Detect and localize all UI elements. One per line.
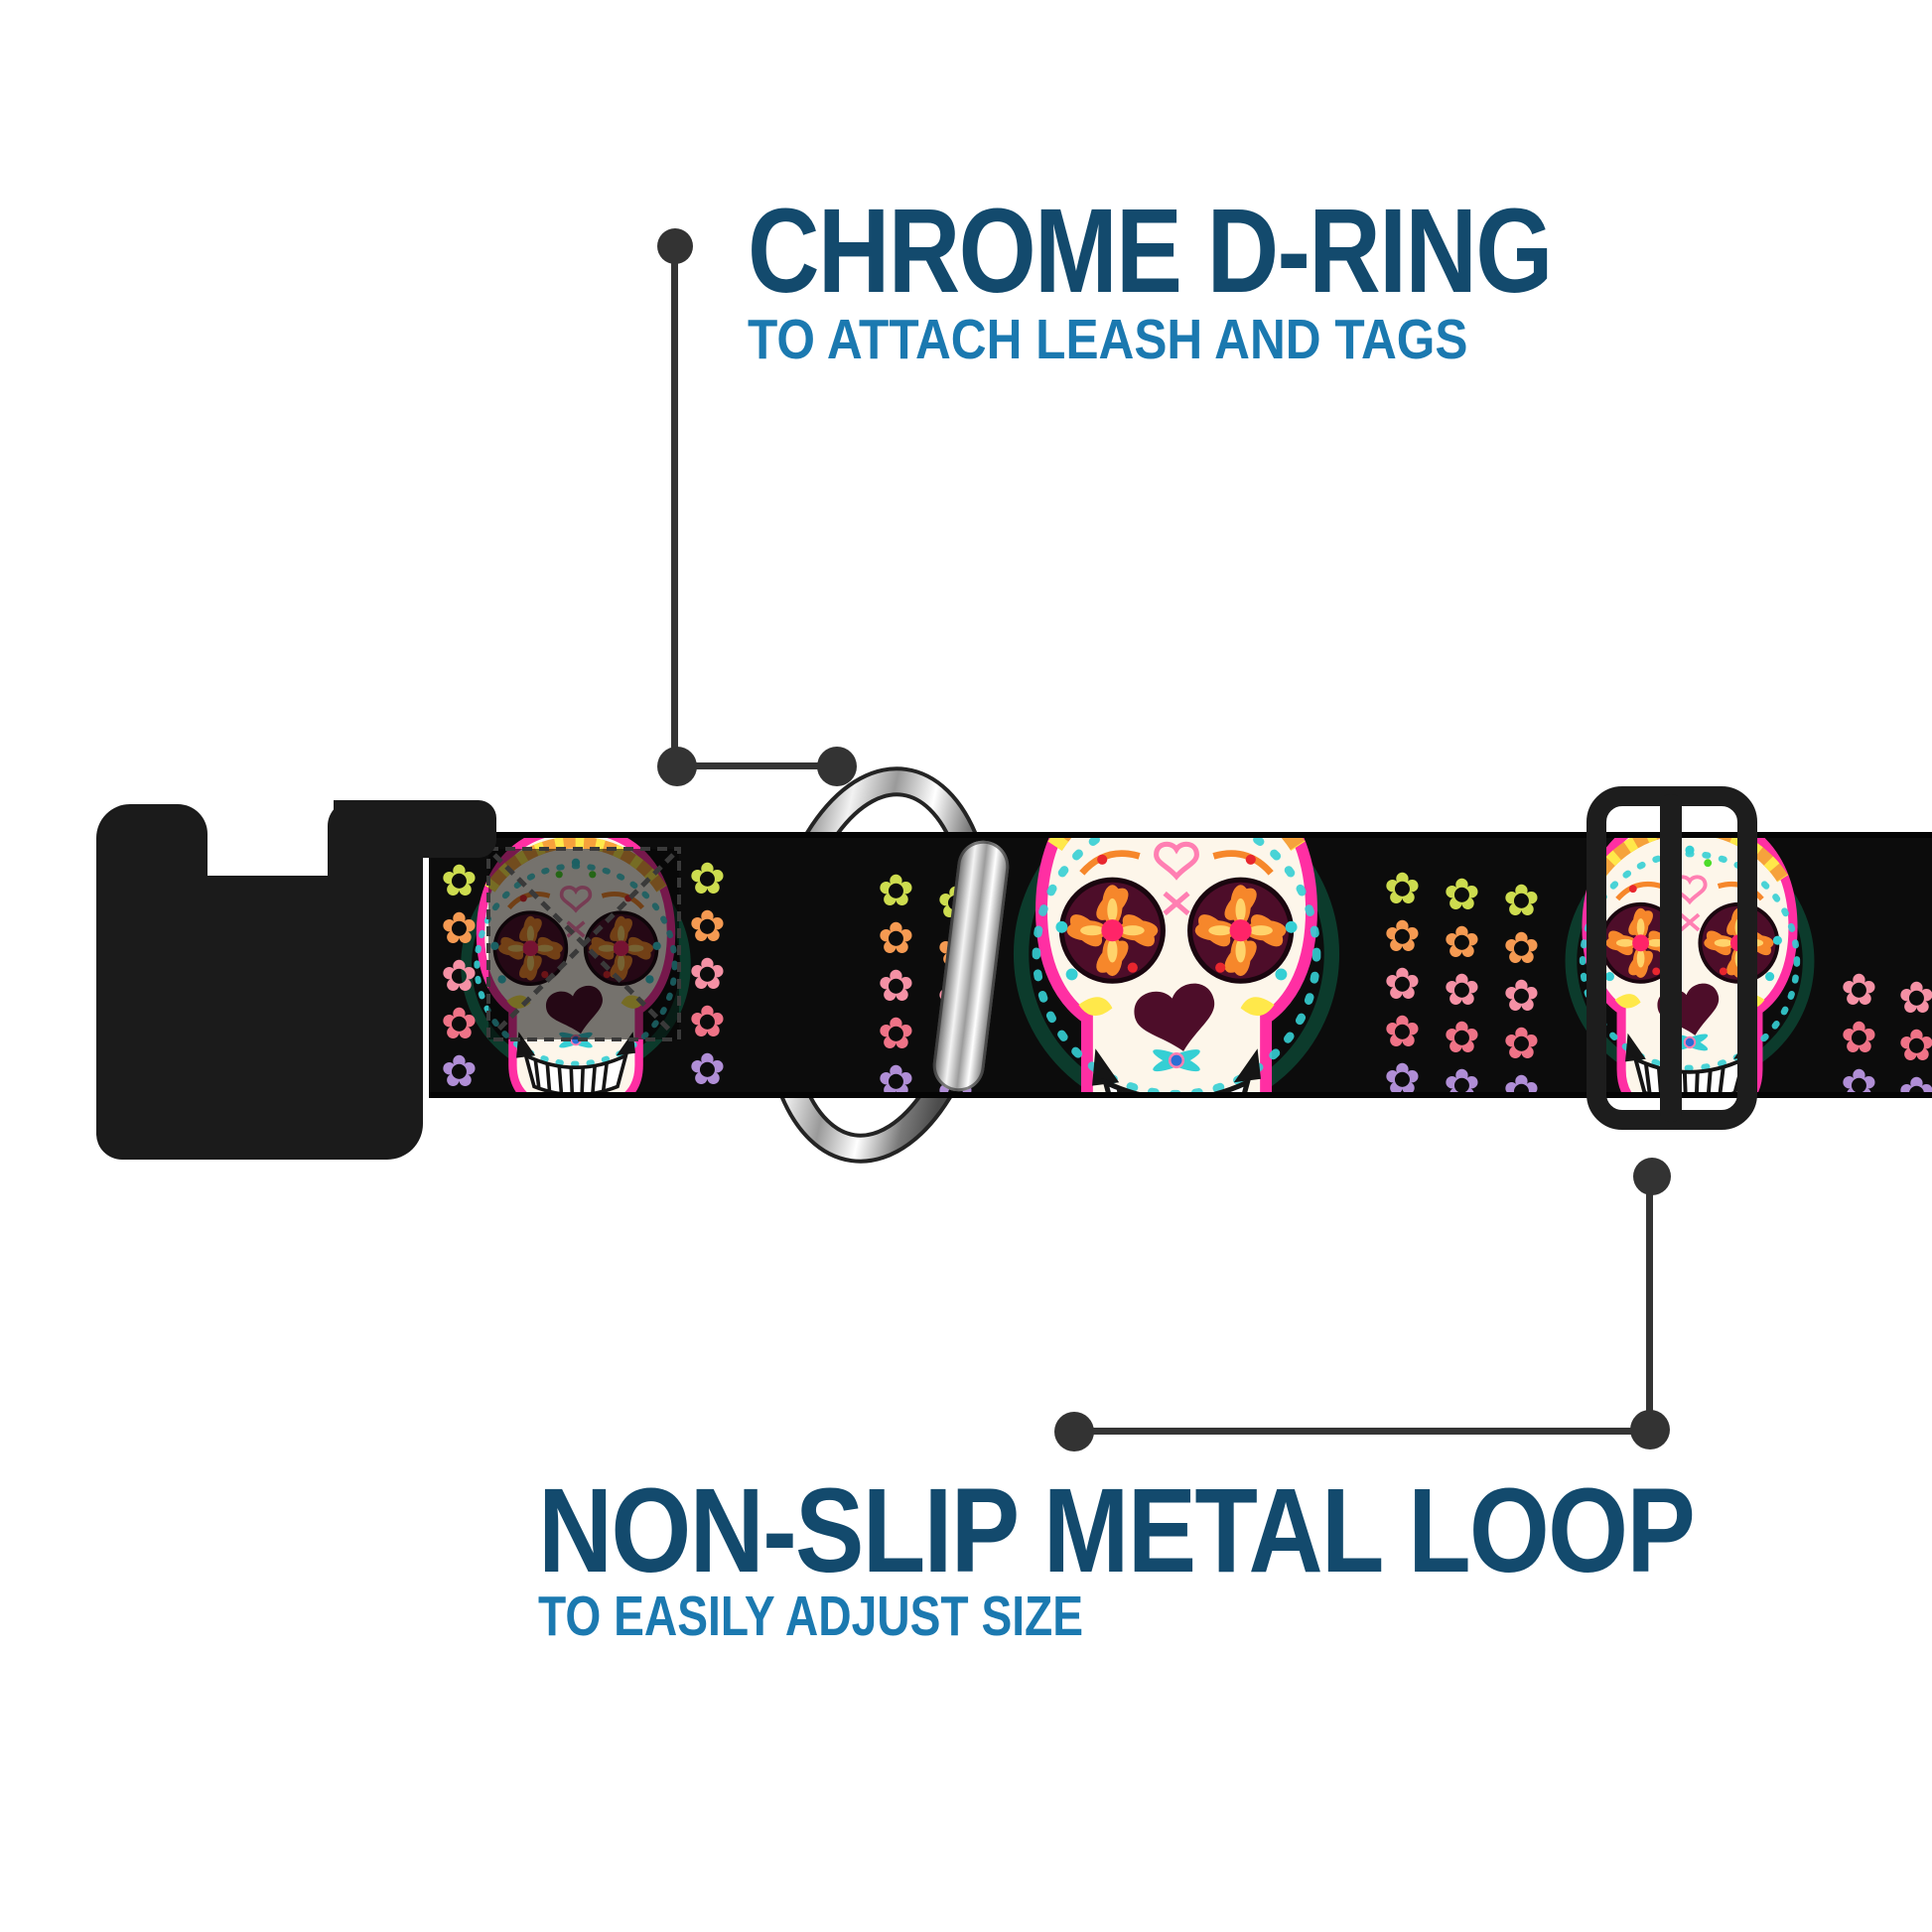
bottom-callout-vertical-line	[1646, 1176, 1653, 1430]
flower-icon: ✿	[1384, 1054, 1421, 1098]
flower-icon: ✿	[878, 866, 914, 916]
top-callout-dot-corner	[657, 747, 697, 786]
flower-icon: ✿	[689, 901, 726, 952]
flower-icon: ✿	[441, 1096, 478, 1098]
flower-icon: ✿	[1444, 1013, 1480, 1063]
flower-icon: ✿	[1503, 923, 1540, 974]
buckle-arm	[334, 800, 496, 858]
flower-column-icon: ✿✿✿✿✿✿	[1384, 864, 1421, 1098]
flower-icon: ✿	[689, 949, 726, 1000]
flower-icon: ✿	[1444, 917, 1480, 968]
flower-icon: ✿	[1898, 1068, 1932, 1098]
flower-icon: ✿	[1898, 973, 1932, 1024]
flower-column-icon: ✿✿✿	[1898, 973, 1932, 1098]
flower-icon: ✿	[441, 903, 478, 954]
flower-column-icon: ✿✿✿	[1841, 965, 1877, 1098]
flower-icon: ✿	[1384, 1007, 1421, 1057]
flower-column-icon: ✿✿✿✿✿✿	[1444, 870, 1480, 1098]
top-callout-dot-pointer	[817, 747, 857, 786]
flower-column-icon: ✿✿✿✿✿✿	[878, 866, 914, 1098]
flower-column-icon: ✿✿✿✿✿✿	[689, 854, 726, 1098]
bottom-callout-horizontal-line	[1074, 1428, 1650, 1435]
top-callout-horizontal-line	[677, 762, 837, 769]
top-callout-dot-title	[657, 228, 693, 264]
flower-icon: ✿	[1841, 1013, 1877, 1063]
flower-icon: ✿	[441, 999, 478, 1049]
flower-column-icon: ✿✿✿✿✿✿	[1503, 876, 1540, 1098]
flower-icon: ✿	[1503, 1066, 1540, 1098]
flower-icon: ✿	[1841, 965, 1877, 1016]
flower-icon: ✿	[1384, 911, 1421, 962]
flower-icon: ✿	[1503, 971, 1540, 1022]
flower-icon: ✿	[441, 951, 478, 1002]
flower-icon: ✿	[1384, 959, 1421, 1010]
flower-icon: ✿	[878, 961, 914, 1012]
bottom-callout-title: NON-SLIP METAL LOOP	[538, 1462, 1696, 1597]
flower-icon: ✿	[689, 997, 726, 1047]
bottom-callout-dot-corner	[1630, 1410, 1670, 1449]
metal-loop-center-bar-icon	[1660, 794, 1682, 1122]
flower-icon: ✿	[1444, 870, 1480, 920]
flower-icon: ✿	[689, 1044, 726, 1095]
flower-icon: ✿	[689, 1094, 726, 1098]
bottom-callout-dot-pointer	[1633, 1158, 1671, 1195]
flower-icon: ✿	[441, 1046, 478, 1097]
flower-icon: ✿	[1384, 864, 1421, 914]
top-callout-subtitle: TO ATTACH LEASH AND TAGS	[748, 308, 1468, 371]
stitched-patch	[486, 847, 681, 1041]
flower-icon: ✿	[878, 1009, 914, 1059]
flower-icon: ✿	[441, 856, 478, 906]
flower-icon: ✿	[878, 913, 914, 964]
flower-icon: ✿	[1898, 1021, 1932, 1071]
bottom-callout-subtitle: TO EASILY ADJUST SIZE	[538, 1585, 1084, 1648]
flower-icon: ✿	[1444, 965, 1480, 1016]
flower-icon: ✿	[689, 854, 726, 904]
flower-icon: ✿	[878, 1056, 914, 1098]
flower-icon: ✿	[1841, 1060, 1877, 1098]
flower-icon: ✿	[1444, 1060, 1480, 1098]
top-callout-vertical-line	[671, 246, 678, 766]
top-callout-title: CHROME D-RING	[748, 183, 1553, 318]
flower-icon: ✿	[1503, 1019, 1540, 1069]
bottom-callout-dot-title	[1054, 1412, 1094, 1451]
sugar-skull-center	[1008, 832, 1345, 1098]
flower-icon: ✿	[1503, 876, 1540, 926]
buckle-body	[96, 876, 423, 1160]
flower-column-icon: ✿✿✿✿✿✿	[441, 856, 478, 1098]
